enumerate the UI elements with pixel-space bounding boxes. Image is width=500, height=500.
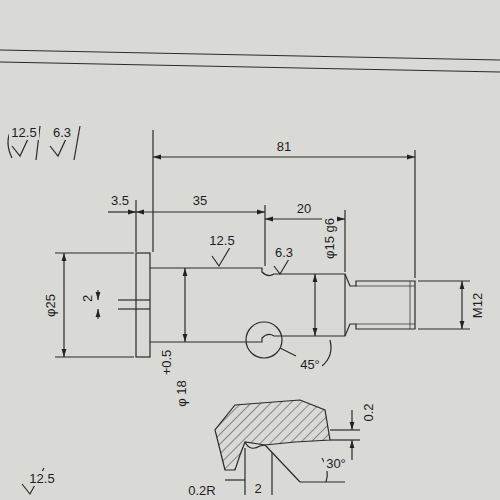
dimension-value: 20 <box>295 201 313 216</box>
dimension-value: φ 18 <box>173 378 188 409</box>
dimension-value: 81 <box>275 139 293 154</box>
dimension-value: 3.5 <box>109 193 131 208</box>
dimension-value: 35 <box>191 193 209 208</box>
roughness-value: 12.5 <box>207 233 236 248</box>
thread-size: M12 <box>470 290 485 319</box>
roughness-value: 6.3 <box>273 245 295 260</box>
tolerance-value: +0.5 <box>159 347 174 377</box>
angle-value: 45° <box>298 357 322 372</box>
dimension-value: 2 <box>252 481 263 496</box>
angle-value: 30° <box>324 456 348 471</box>
roughness-value: 12.5 <box>9 125 38 140</box>
dimension-value: φ15 g6 <box>322 216 337 261</box>
roughness-value: 12.5 <box>27 471 56 486</box>
dimension-value: 0.2 <box>360 401 375 423</box>
dimension-value: 2 <box>80 292 95 303</box>
roughness-value: 6.3 <box>51 125 73 140</box>
radius-value: 0.2R <box>186 483 217 498</box>
dimension-value: φ25 <box>42 292 57 319</box>
